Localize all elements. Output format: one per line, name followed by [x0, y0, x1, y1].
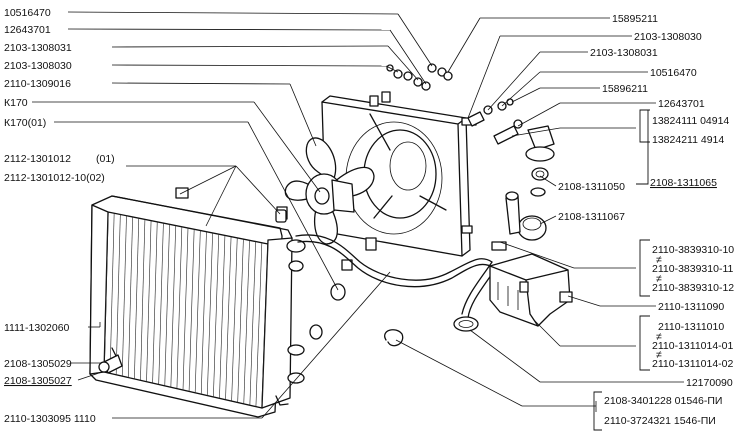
- label-2108-1305029: 2108-1305029: [4, 358, 72, 370]
- fin-line: [255, 242, 263, 407]
- fin-line: [207, 232, 213, 396]
- label-2110-1309016: 2110-1309016: [4, 78, 71, 90]
- fin-line: [170, 225, 176, 388]
- sym-not-equal-4: ≠: [656, 349, 662, 361]
- label-brackets: [593, 109, 650, 431]
- label-10516470-right: 10516470: [650, 67, 697, 79]
- label-13824211: 13824211 4914: [652, 134, 724, 146]
- label-2103-1308030-left: 2103-1308030: [4, 60, 72, 72]
- label-12643701-right: 12643701: [658, 98, 705, 110]
- bushings: [275, 209, 346, 340]
- spring-clip: [384, 329, 404, 347]
- fin-line: [194, 230, 201, 393]
- fin-line: [152, 221, 158, 384]
- label-k170-01: К170(01): [4, 117, 46, 129]
- label-2103-1308031-right: 2103-1308031: [590, 47, 658, 59]
- fin-line: [103, 211, 109, 373]
- fin-line: [140, 219, 146, 381]
- fin-line: [219, 235, 226, 399]
- fin-line: [213, 234, 220, 397]
- label-12170090: 12170090: [686, 377, 733, 389]
- sym-not-equal-3: ≠: [656, 331, 662, 343]
- sym-not-equal-1: ≠: [656, 254, 662, 266]
- label-2110-1311014-01: 2110-1311014-01: [652, 340, 734, 352]
- label-2110-1311090: 2110-1311090: [658, 301, 724, 313]
- fin-line: [158, 223, 164, 385]
- expansion-tank: [489, 241, 573, 327]
- drain-plug: [98, 347, 123, 374]
- label-2108-1311067: 2108-1311067: [558, 211, 625, 223]
- fin-line: [134, 218, 140, 379]
- label-2103-1308030-right: 2103-1308030: [634, 31, 702, 43]
- fastener-cluster-right: [467, 98, 523, 145]
- radiator-core-fins: [103, 211, 269, 409]
- fin-line: [182, 227, 189, 391]
- sensor-plug: [505, 191, 547, 241]
- label-15896211: 15896211: [602, 83, 648, 95]
- label-2110-3839310-12: 2110-3839310-12: [652, 282, 734, 294]
- label-13824111: 13824111 04914: [652, 115, 729, 127]
- label-2110-1311010: 2110-1311010: [658, 321, 724, 333]
- fin-line: [261, 243, 269, 409]
- label-10516470-left: 10516470: [4, 7, 51, 19]
- fin-line: [146, 220, 152, 382]
- fin-line: [225, 236, 232, 400]
- label-2112-1301012-10: 2112-1301012-10(02): [4, 172, 105, 184]
- label-2108-1305027: 2108-1305027: [4, 375, 72, 387]
- label-2112-1301012: 2112-1301012: [4, 153, 71, 165]
- label-15895211: 15895211: [612, 13, 658, 25]
- label-k170: К170: [4, 97, 28, 109]
- fin-line: [121, 215, 127, 377]
- fin-line: [243, 240, 250, 404]
- sym-not-equal-2: ≠: [656, 273, 662, 285]
- label-2108-1311065: 2108-1311065: [650, 177, 717, 189]
- leader-lines: [32, 11, 684, 419]
- hose-clamp-12170090: [453, 316, 479, 332]
- label-2110-3839310-11: 2110-3839310-11: [652, 263, 734, 275]
- fin-line: [188, 229, 195, 392]
- fin-line: [249, 241, 256, 406]
- label-2110-3724321: 2110-3724321 1546-ПИ: [604, 415, 716, 427]
- label-2108-3401228: 2108-3401228 01546-ПИ: [604, 395, 722, 407]
- fin-line: [115, 214, 121, 375]
- labels: 10516470 12643701 2103-1308031 2103-1308…: [4, 7, 734, 427]
- fan-impeller-motor: [284, 137, 375, 245]
- label-2110-1311014-02: 2110-1311014-02: [652, 358, 734, 370]
- fin-line: [164, 224, 170, 386]
- fin-line: [231, 237, 238, 402]
- fin-line: [109, 213, 115, 374]
- fin-line: [237, 239, 244, 403]
- label-2112-1301012-variant: (01): [96, 153, 115, 165]
- label-2110-1303095: 2110-1303095 1110: [4, 413, 96, 425]
- fan-shroud: [321, 91, 477, 271]
- fin-line: [176, 226, 183, 389]
- hoses: [295, 234, 497, 319]
- label-1111-1302060: 1111-1302060: [4, 322, 70, 334]
- label-2110-3839310-10: 2110-3839310-10: [652, 244, 734, 256]
- label-2103-1308031-left: 2103-1308031: [4, 42, 72, 54]
- label-2108-1311050: 2108-1311050: [558, 181, 625, 193]
- filler-cap: [525, 125, 555, 197]
- label-12643701-left: 12643701: [4, 24, 51, 36]
- fin-line: [128, 216, 133, 378]
- radiator: [89, 187, 306, 418]
- fastener-cluster-left: [386, 63, 453, 91]
- fin-line: [200, 231, 207, 395]
